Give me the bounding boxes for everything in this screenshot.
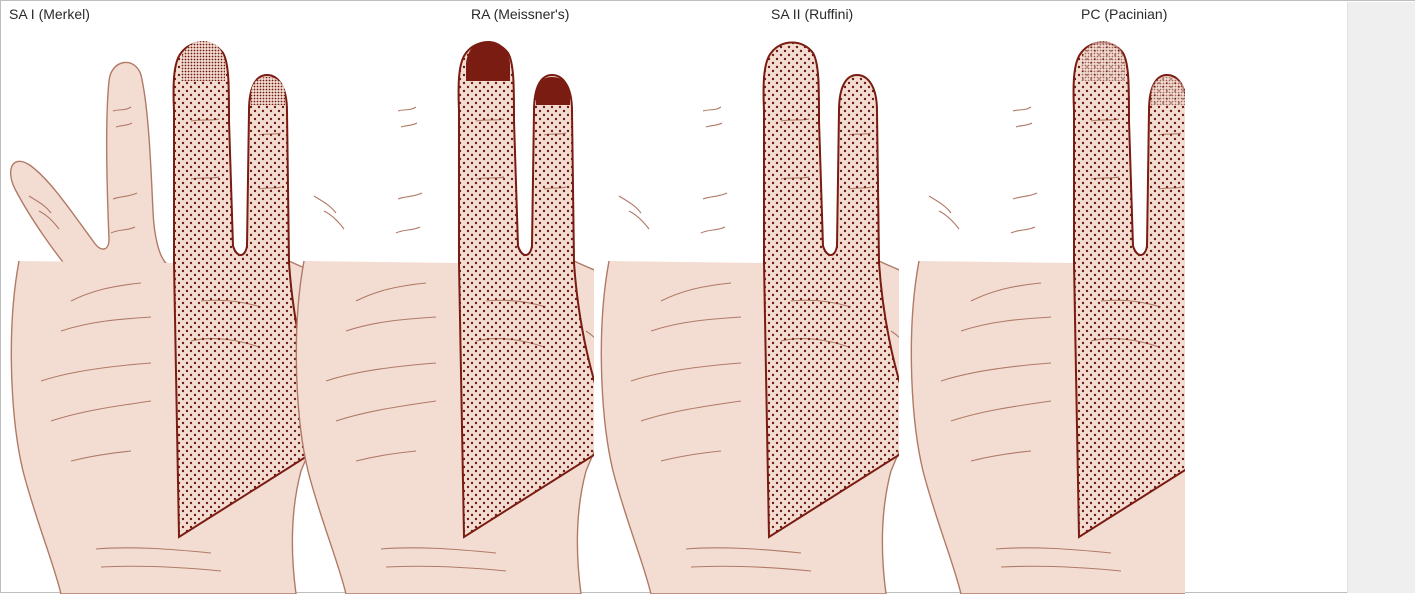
left-fingers [11, 62, 166, 287]
panel-title: PC (Pacinian) [1081, 6, 1167, 22]
receptive-field [1074, 43, 1231, 538]
crease [1201, 331, 1231, 371]
panel-title: SA I (Merkel) [9, 6, 90, 22]
panel-title: SA II (Ruffini) [771, 6, 853, 22]
scroll-gutter [1347, 2, 1415, 593]
hand-illustration [1071, 1, 1347, 594]
panel-title: RA (Meissner's) [471, 6, 569, 22]
panel-pc: PC (Pacinian) [1071, 1, 1347, 594]
